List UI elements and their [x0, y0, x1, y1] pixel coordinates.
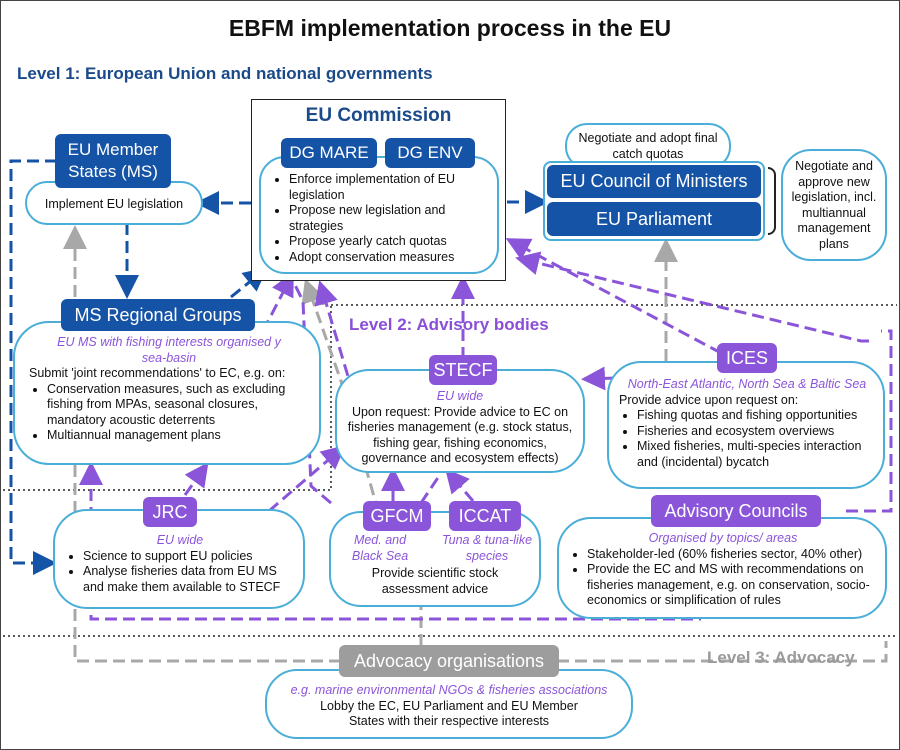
member-states-text: Implement EU legislation [44, 197, 184, 211]
ices-list: Fishing quotas and fishing opportunities… [619, 408, 875, 470]
dg-env-label: DG ENV [385, 138, 475, 168]
council-parliament-brace [768, 167, 776, 235]
arrow-jrc-to-stecf [268, 445, 346, 513]
commission-title: EU Commission [305, 105, 452, 126]
list-item: Adopt conservation measures [289, 250, 487, 266]
list-item: Analyse fisheries data from EU MS and ma… [83, 564, 295, 595]
list-item: Fisheries and ecosystem overviews [637, 424, 875, 440]
ms-regional-oval: EU MS with fishing interests organised y… [13, 321, 321, 465]
list-item: Propose new legislation and strategies [289, 203, 487, 234]
legislation-note-text: Negotiate and approve new legislation, i… [791, 159, 877, 251]
list-item: Multiannual management plans [47, 428, 309, 444]
gfcm-iccat-text: Provide scientific stock assessment advi… [371, 566, 499, 596]
arrow-iccat-to-stecf [445, 468, 475, 502]
iccat-label: ICCAT [449, 501, 521, 531]
arrow-ac-to-jrc-loop [846, 329, 893, 513]
advisory-councils-subtitle: Organised by topics/ areas [648, 531, 798, 545]
list-item: Fishing quotas and fishing opportunities [637, 408, 875, 424]
jrc-subtitle: EU wide [156, 533, 204, 547]
list-item: Science to support EU policies [83, 549, 295, 565]
member-states-label: EU Member States (MS) [55, 134, 171, 188]
ices-intro: Provide advice upon request on: [619, 392, 799, 407]
jrc-list: Science to support EU policies Analyse f… [65, 549, 295, 596]
stecf-text: Upon request: Provide advice to EC on fi… [347, 404, 573, 466]
arrow-advocacy-to-parliament [557, 641, 888, 663]
arrow-regional-to-commission [230, 267, 268, 299]
list-item: Provide the EC and MS with recommendatio… [587, 562, 877, 609]
council-note-text: Negotiate and adopt final catch quotas [578, 131, 718, 161]
list-item: Mixed fisheries, multi-species interacti… [637, 439, 875, 470]
arrow-ac-to-commission [515, 251, 869, 343]
diagram-title: EBFM implementation process in the EU [228, 15, 672, 41]
advisory-councils-oval: Organised by topics/ areas Stakeholder-l… [557, 517, 887, 619]
gfcm-subtitle: Med. and Black Sea [351, 533, 409, 563]
jrc-label: JRC [143, 497, 197, 527]
advocacy-subtitle: e.g. marine environmental NGOs & fisheri… [290, 683, 608, 697]
ms-regional-subtitle: EU MS with fishing interests organised y… [57, 335, 281, 365]
list-item: Stakeholder-led (60% fisheries sector, 4… [587, 547, 877, 563]
arrow-ms-to-jrc [9, 159, 57, 575]
advocacy-oval: e.g. marine environmental NGOs & fisheri… [265, 669, 633, 739]
level2-heading: Level 2: Advisory bodies [349, 315, 549, 334]
arrow-jrc-to-regional [183, 462, 209, 496]
arrow-gfcm-iccat [419, 472, 443, 504]
iccat-subtitle: Tuna & tuna-like species [441, 533, 533, 563]
arrow-ices-to-commission [505, 238, 722, 355]
level3-heading: Level 3: Advocacy [707, 648, 855, 667]
parliament-label: EU Parliament [547, 202, 761, 236]
dg-mare-label: DG MARE [281, 138, 377, 168]
ices-oval: North-East Atlantic, North Sea & Baltic … [607, 361, 885, 489]
level1-heading: Level 1: European Union and national gov… [17, 64, 433, 83]
legislation-note-oval: Negotiate and approve new legislation, i… [781, 149, 887, 261]
list-item: Propose yearly catch quotas [289, 234, 487, 250]
advocacy-label: Advocacy organisations [339, 645, 559, 677]
ices-subtitle: North-East Atlantic, North Sea & Baltic … [627, 377, 867, 391]
arrow-bottom-loop [89, 471, 701, 621]
list-item: Conservation measures, such as excluding… [47, 382, 309, 429]
stecf-subtitle: EU wide [436, 389, 484, 403]
commission-oval: Enforce implementation of EU legislation… [259, 156, 499, 274]
gfcm-label: GFCM [363, 501, 431, 531]
ms-regional-label: MS Regional Groups [61, 299, 255, 331]
commission-list: Enforce implementation of EU legislation… [271, 172, 487, 265]
list-item: Enforce implementation of EU legislation [289, 172, 487, 203]
ms-regional-list: Conservation measures, such as excluding… [29, 382, 309, 444]
ms-regional-intro: Submit 'joint recommendations' to EC, e.… [29, 366, 286, 380]
stecf-label: STECF [429, 355, 497, 385]
council-label: EU Council of Ministers [547, 165, 761, 198]
advocacy-text: Lobby the EC, EU Parliament and EU Membe… [320, 698, 578, 729]
advisory-councils-list: Stakeholder-led (60% fisheries sector, 4… [569, 547, 877, 609]
level2-separator-left [3, 305, 332, 491]
member-states-oval: Implement EU legislation [25, 181, 203, 225]
advisory-councils-label: Advisory Councils [651, 495, 821, 527]
ices-label: ICES [717, 343, 777, 373]
